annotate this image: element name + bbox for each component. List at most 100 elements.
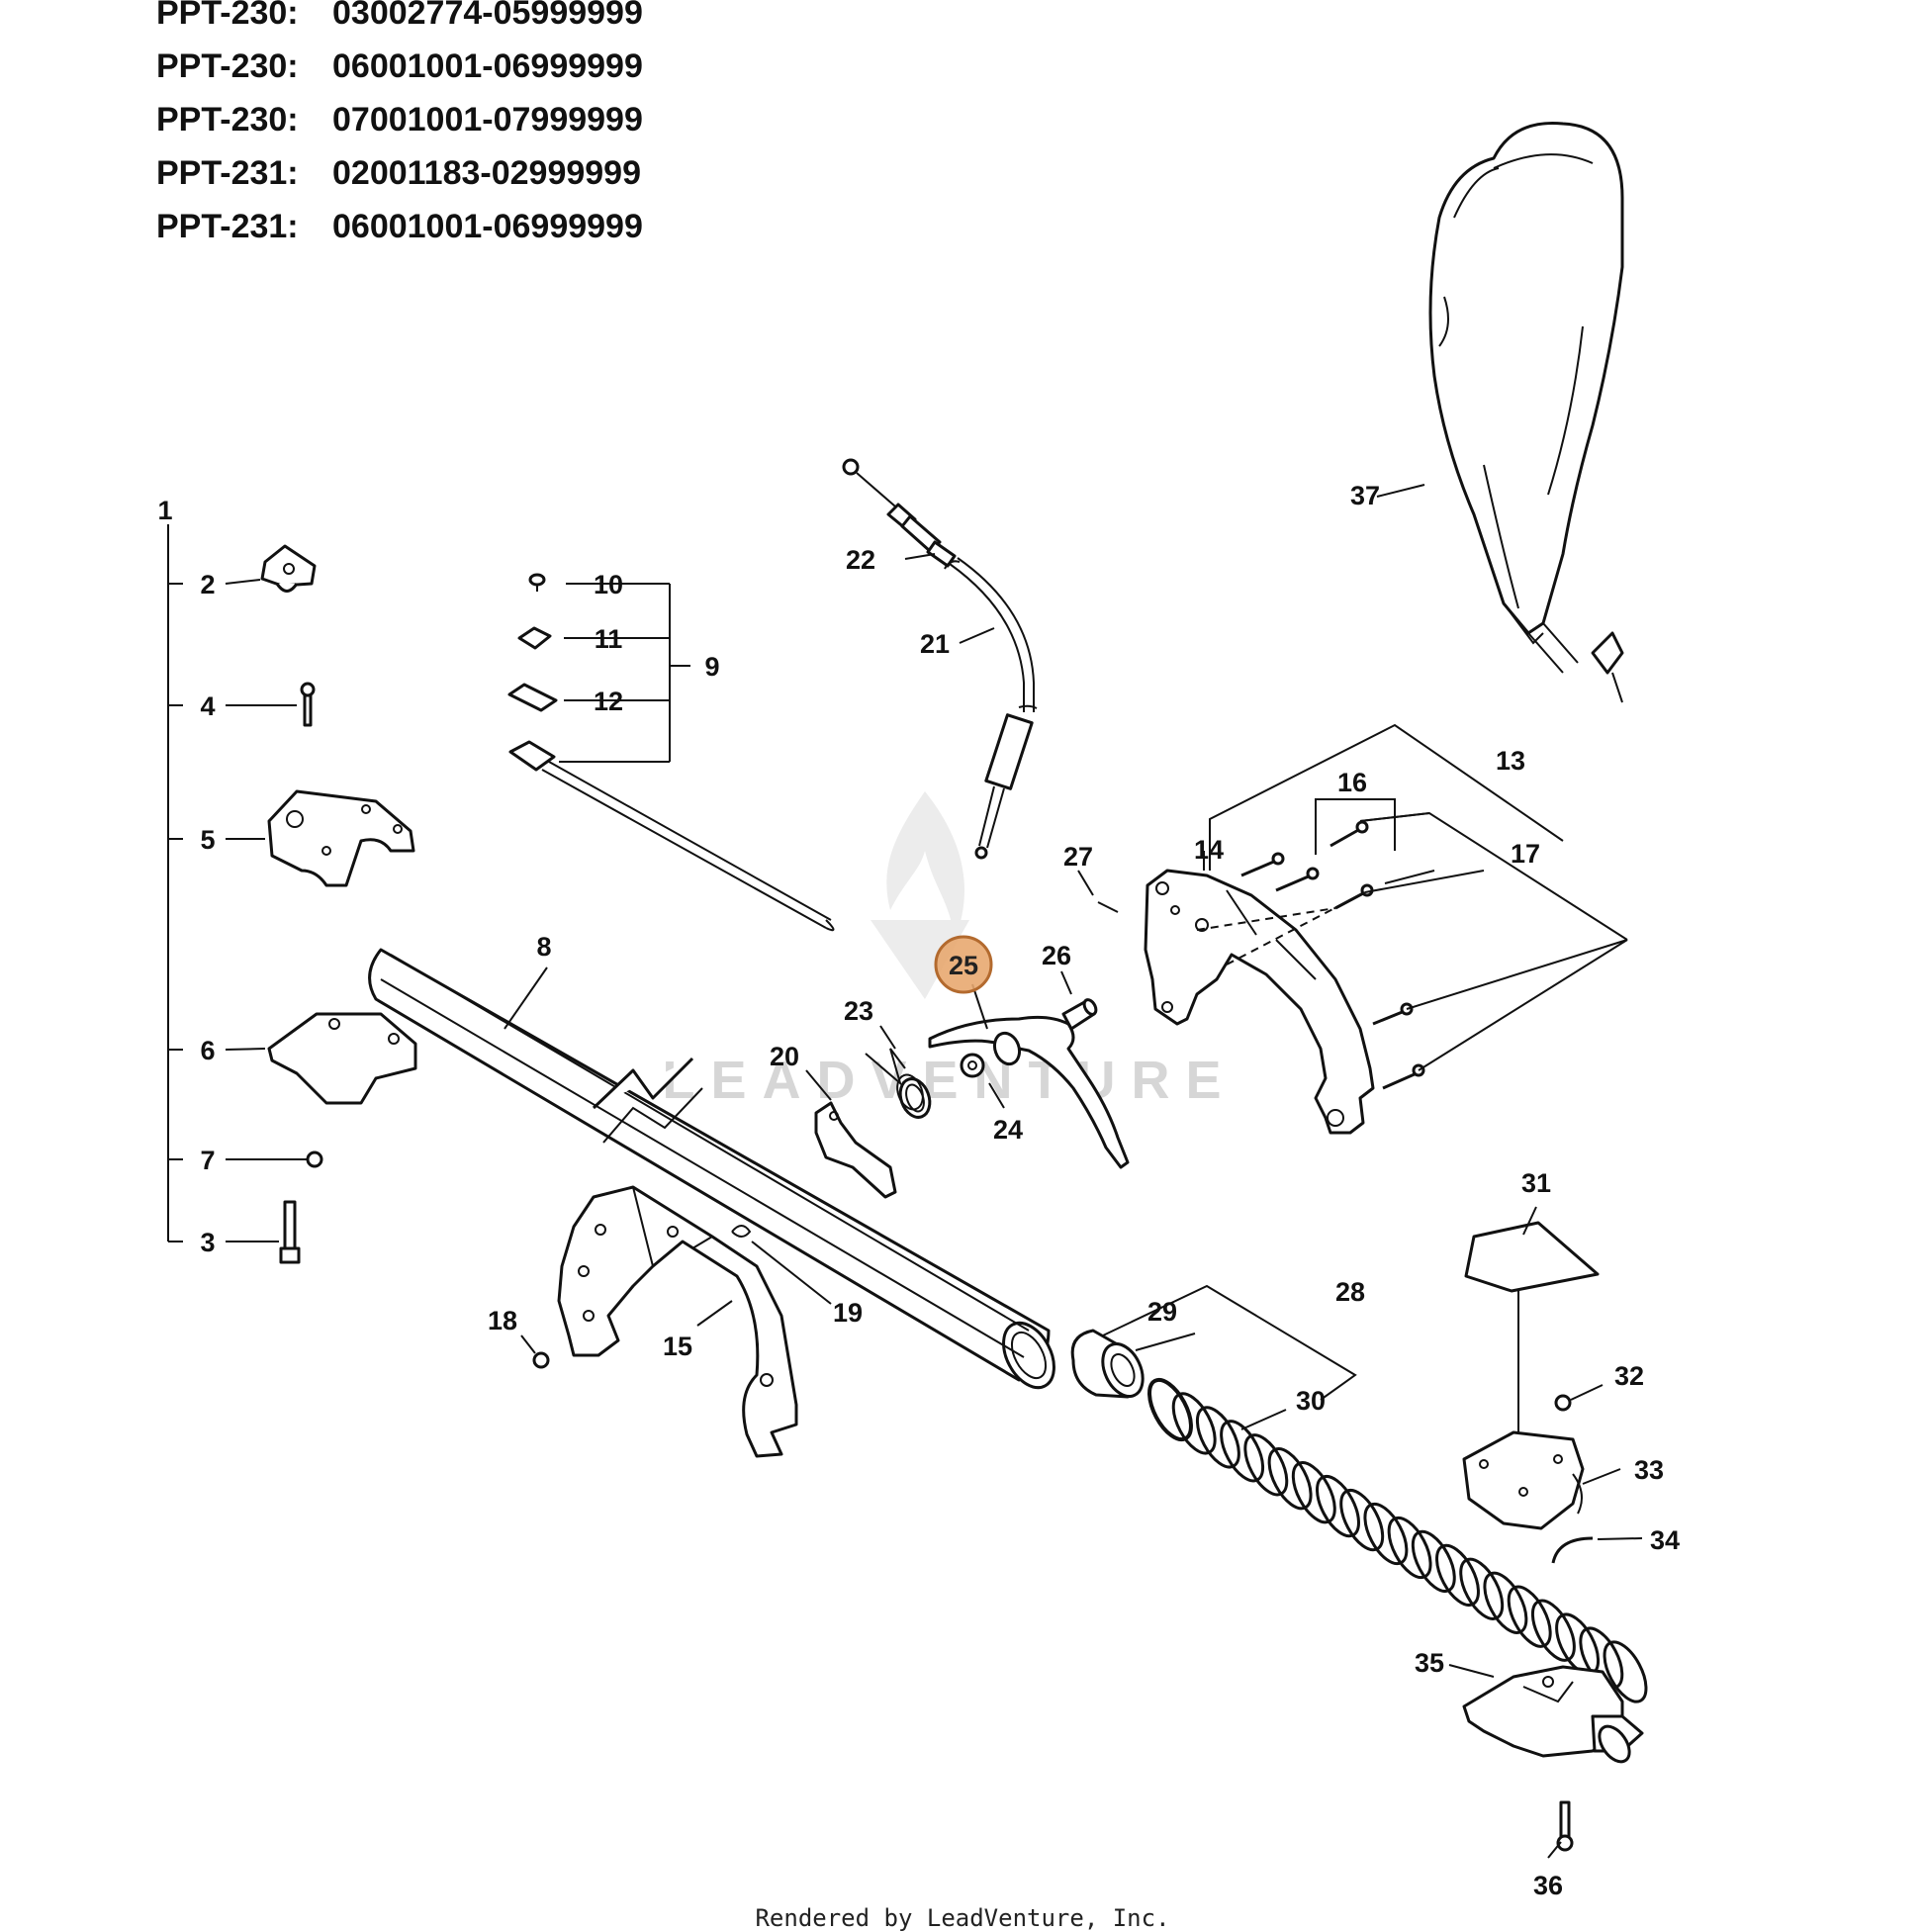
callout-25[interactable]: 25 bbox=[949, 951, 978, 980]
serial-line-5: PPT-231:06001001-06999999 bbox=[156, 208, 643, 245]
part-10-screw[interactable] bbox=[528, 573, 546, 592]
watermark: LEADVENTURE bbox=[662, 791, 1237, 1110]
part-17-screw-d[interactable] bbox=[1382, 1063, 1425, 1090]
callout-12[interactable]: 12 bbox=[594, 687, 623, 716]
callout-5[interactable]: 5 bbox=[200, 825, 215, 855]
part-24-washer[interactable] bbox=[960, 1053, 985, 1078]
part-36-screw[interactable] bbox=[1556, 1800, 1574, 1852]
callout-7[interactable]: 7 bbox=[200, 1146, 215, 1175]
part-27-pin[interactable] bbox=[1097, 901, 1119, 913]
serial-line-4: PPT-231:02001183-02999999 bbox=[156, 154, 641, 192]
callout-29[interactable]: 29 bbox=[1147, 1297, 1177, 1327]
callout-9[interactable]: 9 bbox=[704, 652, 719, 682]
part-34-clip[interactable] bbox=[1551, 1536, 1594, 1564]
callout-11[interactable]: 11 bbox=[595, 624, 623, 654]
part-28-bracket bbox=[1102, 1284, 1357, 1401]
callout-33[interactable]: 33 bbox=[1634, 1455, 1664, 1485]
part-22-cable-end[interactable] bbox=[842, 458, 957, 568]
part-9-bracket bbox=[559, 583, 690, 763]
callout-34[interactable]: 34 bbox=[1650, 1525, 1680, 1555]
callout-27[interactable]: 27 bbox=[1063, 842, 1093, 872]
highlight-circle-25[interactable] bbox=[934, 935, 993, 994]
spring-coil bbox=[1435, 1543, 1480, 1607]
part-17-screw-c[interactable] bbox=[1372, 1002, 1414, 1026]
part-33-cover[interactable] bbox=[1462, 1430, 1585, 1530]
part-13-stop-switch[interactable] bbox=[508, 740, 835, 932]
callout-6[interactable]: 6 bbox=[200, 1036, 215, 1065]
part-31-label[interactable] bbox=[1464, 1221, 1600, 1454]
callout-24[interactable]: 24 bbox=[993, 1115, 1023, 1145]
part-3-bolt[interactable] bbox=[279, 1200, 301, 1264]
alignment-line-b bbox=[1196, 907, 1336, 931]
part-16-screw-a[interactable] bbox=[1240, 852, 1285, 877]
part-14-handle-housing[interactable] bbox=[1144, 869, 1375, 1135]
part-29-bushing[interactable] bbox=[1070, 1329, 1150, 1403]
part-8-shaft-tube[interactable] bbox=[368, 948, 1064, 1396]
spring-coil bbox=[1411, 1529, 1456, 1593]
callout-19[interactable]: 19 bbox=[833, 1298, 863, 1328]
callout-14[interactable]: 14 bbox=[1194, 835, 1224, 865]
callout-30[interactable]: 30 bbox=[1296, 1386, 1326, 1416]
callout-15[interactable]: 15 bbox=[663, 1332, 692, 1361]
callout-8[interactable]: 8 bbox=[536, 932, 551, 962]
callout-28[interactable]: 28 bbox=[1335, 1277, 1365, 1307]
part-26-pin[interactable] bbox=[1061, 998, 1098, 1031]
callout-31[interactable]: 31 bbox=[1521, 1168, 1551, 1198]
callout-13[interactable]: 13 bbox=[1496, 746, 1525, 776]
part-12-plate[interactable] bbox=[507, 683, 558, 712]
spring-coil bbox=[1387, 1516, 1432, 1580]
part-21-throttle-cable[interactable] bbox=[944, 557, 1038, 860]
part-18-nut[interactable] bbox=[532, 1351, 550, 1369]
part-35-end-coupler[interactable] bbox=[1462, 1665, 1644, 1767]
spring-coil bbox=[1171, 1392, 1217, 1455]
spring-coil bbox=[1316, 1475, 1360, 1538]
serial-line-1: PPT-230:03002774-05999999 bbox=[156, 0, 643, 32]
part-5-clamp-upper[interactable] bbox=[267, 789, 415, 887]
callout-32[interactable]: 32 bbox=[1614, 1361, 1644, 1391]
watermark-text: LEADVENTURE bbox=[662, 1051, 1237, 1110]
part-15-handle-housing[interactable] bbox=[557, 1185, 798, 1458]
callout-16[interactable]: 16 bbox=[1337, 768, 1367, 797]
serial-line-3: PPT-230:07001001-07999999 bbox=[156, 101, 643, 138]
callout-37[interactable]: 37 bbox=[1350, 481, 1380, 510]
callout-leaders bbox=[225, 484, 1643, 1859]
callout-22[interactable]: 22 bbox=[846, 545, 875, 575]
part-19-clip[interactable] bbox=[731, 1225, 752, 1238]
part-6-clamp-lower[interactable] bbox=[267, 1012, 417, 1105]
spring-coil bbox=[1220, 1420, 1265, 1483]
spring-coil bbox=[1339, 1489, 1385, 1552]
part-30-drive-spring[interactable] bbox=[1141, 1373, 1654, 1707]
spring-coil bbox=[1195, 1406, 1240, 1469]
spring-coil bbox=[1507, 1585, 1552, 1648]
part-17-screw-a[interactable] bbox=[1329, 820, 1369, 848]
part-20-trigger-lock[interactable] bbox=[814, 1101, 897, 1199]
spring-coil bbox=[1603, 1640, 1648, 1703]
spring-coil bbox=[1483, 1571, 1528, 1634]
callout-1[interactable]: 1 bbox=[157, 496, 172, 525]
callout-23[interactable]: 23 bbox=[844, 996, 873, 1026]
callout-26[interactable]: 26 bbox=[1042, 941, 1071, 970]
part-37-harness-strap[interactable] bbox=[1428, 121, 1624, 703]
part-25-throttle-trigger[interactable] bbox=[928, 1015, 1130, 1169]
part-11-clip[interactable] bbox=[517, 626, 552, 650]
part-4-screw[interactable] bbox=[300, 682, 316, 727]
part-23-torsion-spring[interactable] bbox=[865, 1048, 935, 1122]
part-7-nut[interactable] bbox=[306, 1150, 323, 1168]
callout-4[interactable]: 4 bbox=[200, 691, 215, 721]
callout-17[interactable]: 17 bbox=[1511, 839, 1540, 869]
callout-18[interactable]: 18 bbox=[488, 1306, 517, 1335]
spring-coil bbox=[1459, 1557, 1505, 1620]
callout-20[interactable]: 20 bbox=[770, 1042, 799, 1071]
part-16-screw-b[interactable] bbox=[1275, 867, 1320, 892]
callout-36[interactable]: 36 bbox=[1533, 1871, 1563, 1900]
spring-coil bbox=[1267, 1447, 1313, 1511]
callout-10[interactable]: 10 bbox=[594, 570, 623, 599]
part-32-nut[interactable] bbox=[1554, 1394, 1572, 1412]
callout-21[interactable]: 21 bbox=[920, 629, 950, 659]
part-2[interactable] bbox=[260, 544, 317, 593]
callout-2[interactable]: 2 bbox=[200, 570, 215, 599]
callout-35[interactable]: 35 bbox=[1415, 1648, 1444, 1678]
callout-3[interactable]: 3 bbox=[200, 1228, 215, 1257]
